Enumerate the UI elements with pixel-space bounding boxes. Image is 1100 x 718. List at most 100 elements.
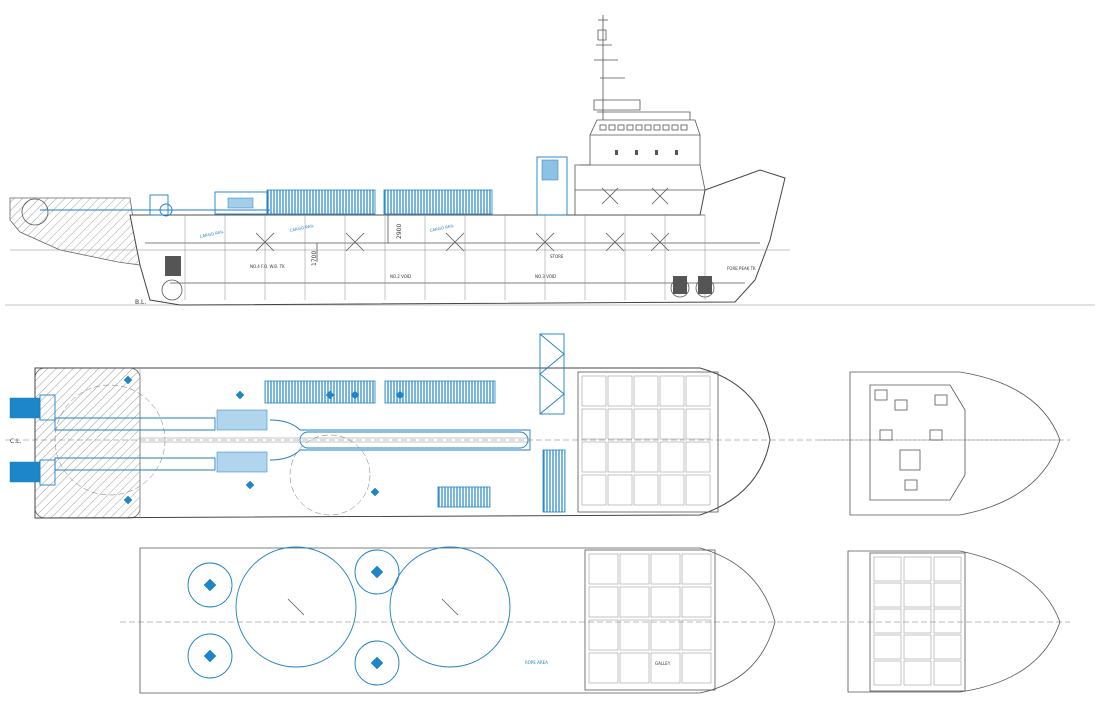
cable-reel-1 [235, 546, 357, 668]
tank-label-void-2: NO.2 VOID [390, 274, 411, 279]
stern-roller-port [9, 397, 41, 419]
small-reel-3 [354, 549, 400, 595]
deck-arc-1 [54, 384, 166, 496]
window [662, 124, 670, 131]
room-cell [873, 556, 902, 582]
window [626, 124, 634, 131]
deck-container-block-1 [266, 189, 376, 215]
room-cell [681, 619, 712, 651]
baseline-label: B.L. [135, 299, 146, 306]
stern-winch [149, 194, 169, 216]
bridge-equipment-item [904, 479, 918, 491]
cable-reel-2 [389, 546, 511, 668]
window [653, 124, 661, 131]
bulkhead-frames [184, 215, 706, 300]
container-stack-1 [264, 380, 376, 404]
cabin-cell [607, 441, 633, 473]
room-cell [903, 608, 932, 634]
bow-thruster-body-1 [673, 276, 687, 294]
deck-marker [123, 495, 133, 505]
tugger-winch-stbd [216, 451, 268, 473]
cabin-cell [685, 408, 711, 440]
cargo-loop [269, 419, 531, 461]
cabin-cell [633, 408, 659, 440]
bridge-wing [597, 111, 691, 120]
room-cell [681, 652, 712, 684]
towing-pin-stbd [39, 459, 56, 486]
room-cell [873, 660, 902, 686]
porthole [655, 150, 658, 155]
mast [593, 15, 641, 120]
cross-brace [255, 232, 275, 252]
cabin-cell [581, 408, 607, 440]
bridge-equipment-item [879, 429, 893, 441]
container-stack-2 [384, 380, 496, 404]
cabin-cell [685, 474, 711, 506]
bridge-equipment-item [894, 399, 908, 411]
profile-view: B.L. CARGO RAIL C [5, 15, 1095, 306]
deck-crosses [255, 187, 670, 252]
room-cell [650, 586, 681, 618]
cabin-cell [581, 441, 607, 473]
accommodation-cabins [581, 375, 711, 506]
profile-annotation-3: CARGO RAIL [429, 223, 455, 233]
small-reel-2 [187, 633, 233, 679]
deck-marker [350, 390, 360, 400]
deck-equipment-unit [214, 191, 268, 215]
room-cell [903, 556, 932, 582]
deck-marker [123, 375, 133, 385]
window [599, 124, 607, 131]
cross-brace [601, 187, 619, 205]
dim-2900-label: 2900 [396, 224, 403, 239]
cabin-cell [685, 441, 711, 473]
hull-profile [129, 169, 786, 306]
cabin-cell [607, 474, 633, 506]
lower-right-house [869, 552, 966, 692]
cabin-cell [659, 375, 685, 407]
room-cell [933, 660, 962, 686]
reel-center-mark [203, 649, 217, 663]
accommodation-block [577, 371, 719, 513]
lower-right-deck-outline [847, 550, 1061, 693]
stern-thruster-body [165, 256, 181, 276]
cabin-cell [581, 375, 607, 407]
cabin-cell [659, 474, 685, 506]
bridge-house-outline [869, 384, 966, 501]
rope-area-label: ROPE AREA [525, 660, 548, 665]
deck-markers [123, 375, 405, 505]
bridge-deck-outline [849, 371, 1061, 516]
room-cell [650, 553, 681, 585]
cross-brace [650, 232, 670, 252]
cabin-cell [607, 375, 633, 407]
bridge-equipment-item [874, 389, 888, 401]
cargo-loop-inner [299, 431, 529, 449]
dim-1700-label: 1700 [311, 251, 318, 266]
room-cell [933, 608, 962, 634]
cross-brace [445, 232, 465, 252]
cabin-cell [633, 375, 659, 407]
cross-brace [651, 187, 669, 205]
stern-roller-stbd [9, 461, 41, 483]
window [617, 124, 625, 131]
bridge-windows [599, 124, 688, 155]
towing-rail-port [54, 417, 216, 431]
bridge-equipment-item [934, 394, 948, 406]
cabin-cell [633, 441, 659, 473]
room-cell [650, 619, 681, 651]
lower-deck-plan: ROPE AREA GALLEY [120, 546, 1070, 694]
deck-equipment-detail [227, 197, 254, 209]
bridge-equipment [874, 389, 948, 491]
deck-container-block-2 [383, 189, 493, 215]
cabin-cell [581, 474, 607, 506]
tank-label-fore-peak: FORE PEAK TK [727, 266, 756, 271]
small-reel-1 [187, 562, 233, 608]
profile-annotation-1: CARGO RAIL [199, 229, 225, 239]
deck-marker [235, 390, 245, 400]
window [608, 124, 616, 131]
window [635, 124, 643, 131]
bow-thruster-body-2 [698, 276, 712, 294]
window [680, 124, 688, 131]
reel-centers [203, 565, 459, 670]
room-cell [681, 553, 712, 585]
